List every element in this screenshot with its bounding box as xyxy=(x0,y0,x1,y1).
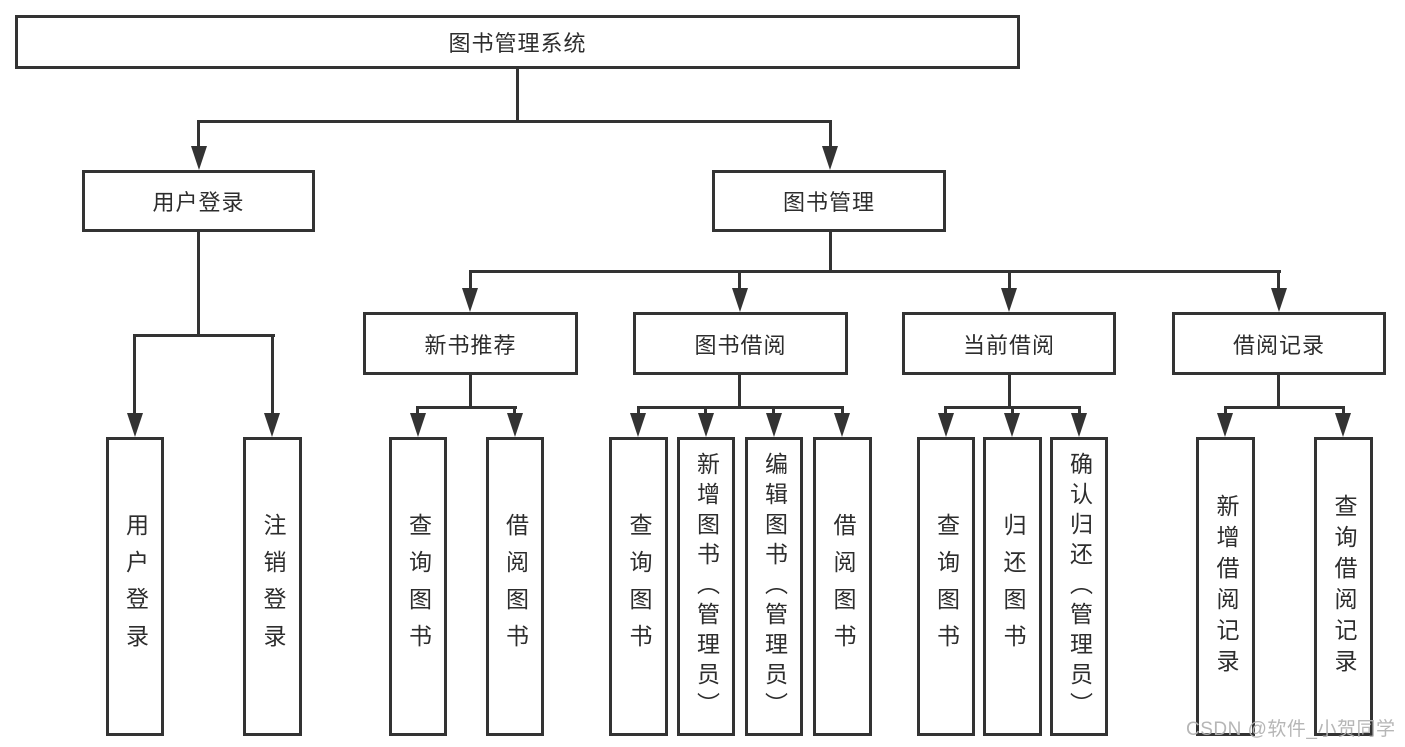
node-user-login: 用户登录 xyxy=(82,170,315,232)
arrow-leaf-logout-down-icon xyxy=(264,413,280,437)
leaf-cb-query-book-label: 查询图书 xyxy=(933,512,960,661)
leaf-user-login-label: 用户登录 xyxy=(122,512,149,661)
node-new-book-recommend-label: 新书推荐 xyxy=(424,332,517,358)
node-current-borrow: 当前借阅 xyxy=(902,312,1116,375)
arrow-bb-leaf-0-down-icon xyxy=(630,413,646,437)
connector-branch-level1 xyxy=(197,120,832,123)
leaf-bb-query-book: 查询图书 xyxy=(609,437,668,736)
leaf-nb-query-book-label: 查询图书 xyxy=(405,512,432,661)
watermark: CSDN @软件_小贺同学 xyxy=(1186,719,1396,740)
arrow-cb-leaf-0-down-icon xyxy=(938,413,954,437)
leaf-cb-return-book: 归还图书 xyxy=(983,437,1042,736)
arrow-bb-leaf-1-down-icon xyxy=(698,413,714,437)
leaf-logout-label: 注销登录 xyxy=(260,512,286,661)
leaf-bb-add-book-admin: 新增图书（管理员） xyxy=(677,437,735,736)
leaf-br-query-record-label: 查询借阅记录 xyxy=(1331,493,1357,680)
connector-drop-book-borrow xyxy=(738,272,741,290)
node-book-borrow-label: 图书借阅 xyxy=(694,332,787,358)
arrow-new-book-recommend-down-icon xyxy=(462,288,478,312)
leaf-cb-confirm-return-admin: 确认归还（管理员） xyxy=(1050,437,1108,736)
leaf-br-add-record-label: 新增借阅记录 xyxy=(1213,493,1239,680)
connector-drop-leaf-logout xyxy=(271,336,274,415)
leaf-cb-confirm-return-admin-label: 确认归还（管理员） xyxy=(1066,451,1093,722)
node-new-book-recommend: 新书推荐 xyxy=(363,312,578,375)
node-current-borrow-label: 当前借阅 xyxy=(962,332,1055,358)
connector-drop-current-borrow xyxy=(1008,272,1011,290)
node-book-management-label: 图书管理 xyxy=(782,190,875,215)
arrow-br-leaf-1-down-icon xyxy=(1335,413,1351,437)
connector-branch-user-login xyxy=(133,334,275,337)
leaf-br-query-record: 查询借阅记录 xyxy=(1314,437,1373,736)
connector-stem-book-borrow xyxy=(738,374,741,409)
connector-branch-current-borrow xyxy=(944,406,1081,409)
arrow-cb-leaf-1-down-icon xyxy=(1004,413,1020,437)
connector-drop-user-login xyxy=(197,121,200,149)
connector-stem-new-book-recommend xyxy=(469,374,472,409)
arrow-book-borrow-down-icon xyxy=(732,288,748,312)
leaf-bb-borrow-book: 借阅图书 xyxy=(813,437,872,736)
arrow-nb-leaf-0-down-icon xyxy=(410,413,426,437)
connector-drop-new-book-recommend xyxy=(469,272,472,290)
arrow-bb-leaf-2-down-icon xyxy=(766,413,782,437)
connector-branch-level2 xyxy=(469,270,1281,273)
leaf-logout: 注销登录 xyxy=(243,437,302,736)
leaf-cb-return-book-label: 归还图书 xyxy=(1000,512,1026,661)
node-borrow-records-label: 借阅记录 xyxy=(1232,332,1325,358)
connector-stem-user-login xyxy=(197,231,200,337)
arrow-current-borrow-down-icon xyxy=(1001,288,1017,312)
leaf-bb-borrow-book-label: 借阅图书 xyxy=(830,512,856,661)
connector-drop-leaf-user-login xyxy=(133,336,136,415)
connector-stem-root xyxy=(516,68,519,123)
arrow-nb-leaf-1-down-icon xyxy=(507,413,523,437)
connector-branch-new-book-recommend xyxy=(416,406,517,409)
connector-drop-borrow-records xyxy=(1277,272,1280,290)
leaf-bb-add-book-admin-label: 新增图书（管理员） xyxy=(693,451,720,722)
arrow-cb-leaf-2-down-icon xyxy=(1071,413,1087,437)
node-library-system-label: 图书管理系统 xyxy=(448,31,587,56)
leaf-nb-query-book: 查询图书 xyxy=(389,437,447,736)
node-library-system: 图书管理系统 xyxy=(15,15,1020,69)
connector-stem-current-borrow xyxy=(1008,374,1011,409)
node-book-management: 图书管理 xyxy=(712,170,946,232)
node-borrow-records: 借阅记录 xyxy=(1172,312,1386,375)
arrow-user-login-down-icon xyxy=(191,146,207,170)
leaf-nb-borrow-book: 借阅图书 xyxy=(486,437,544,736)
leaf-user-login: 用户登录 xyxy=(106,437,164,736)
connector-branch-borrow-records xyxy=(1224,406,1345,409)
arrow-book-management-down-icon xyxy=(822,146,838,170)
arrow-leaf-user-login-down-icon xyxy=(127,413,143,437)
leaf-bb-edit-book-admin: 编辑图书（管理员） xyxy=(745,437,803,736)
leaf-br-add-record: 新增借阅记录 xyxy=(1196,437,1255,736)
arrow-borrow-records-down-icon xyxy=(1271,288,1287,312)
leaf-bb-edit-book-admin-label: 编辑图书（管理员） xyxy=(761,451,788,722)
node-user-login-label: 用户登录 xyxy=(152,190,245,215)
leaf-bb-query-book-label: 查询图书 xyxy=(626,512,652,661)
arrow-br-leaf-0-down-icon xyxy=(1217,413,1233,437)
connector-stem-borrow-records xyxy=(1277,374,1280,409)
arrow-bb-leaf-3-down-icon xyxy=(834,413,850,437)
connector-drop-book-management xyxy=(829,121,832,149)
connector-stem-book-management xyxy=(829,231,832,273)
connector-branch-book-borrow xyxy=(637,406,844,409)
leaf-nb-borrow-book-label: 借阅图书 xyxy=(502,512,529,661)
node-book-borrow: 图书借阅 xyxy=(633,312,848,375)
leaf-cb-query-book: 查询图书 xyxy=(917,437,975,736)
